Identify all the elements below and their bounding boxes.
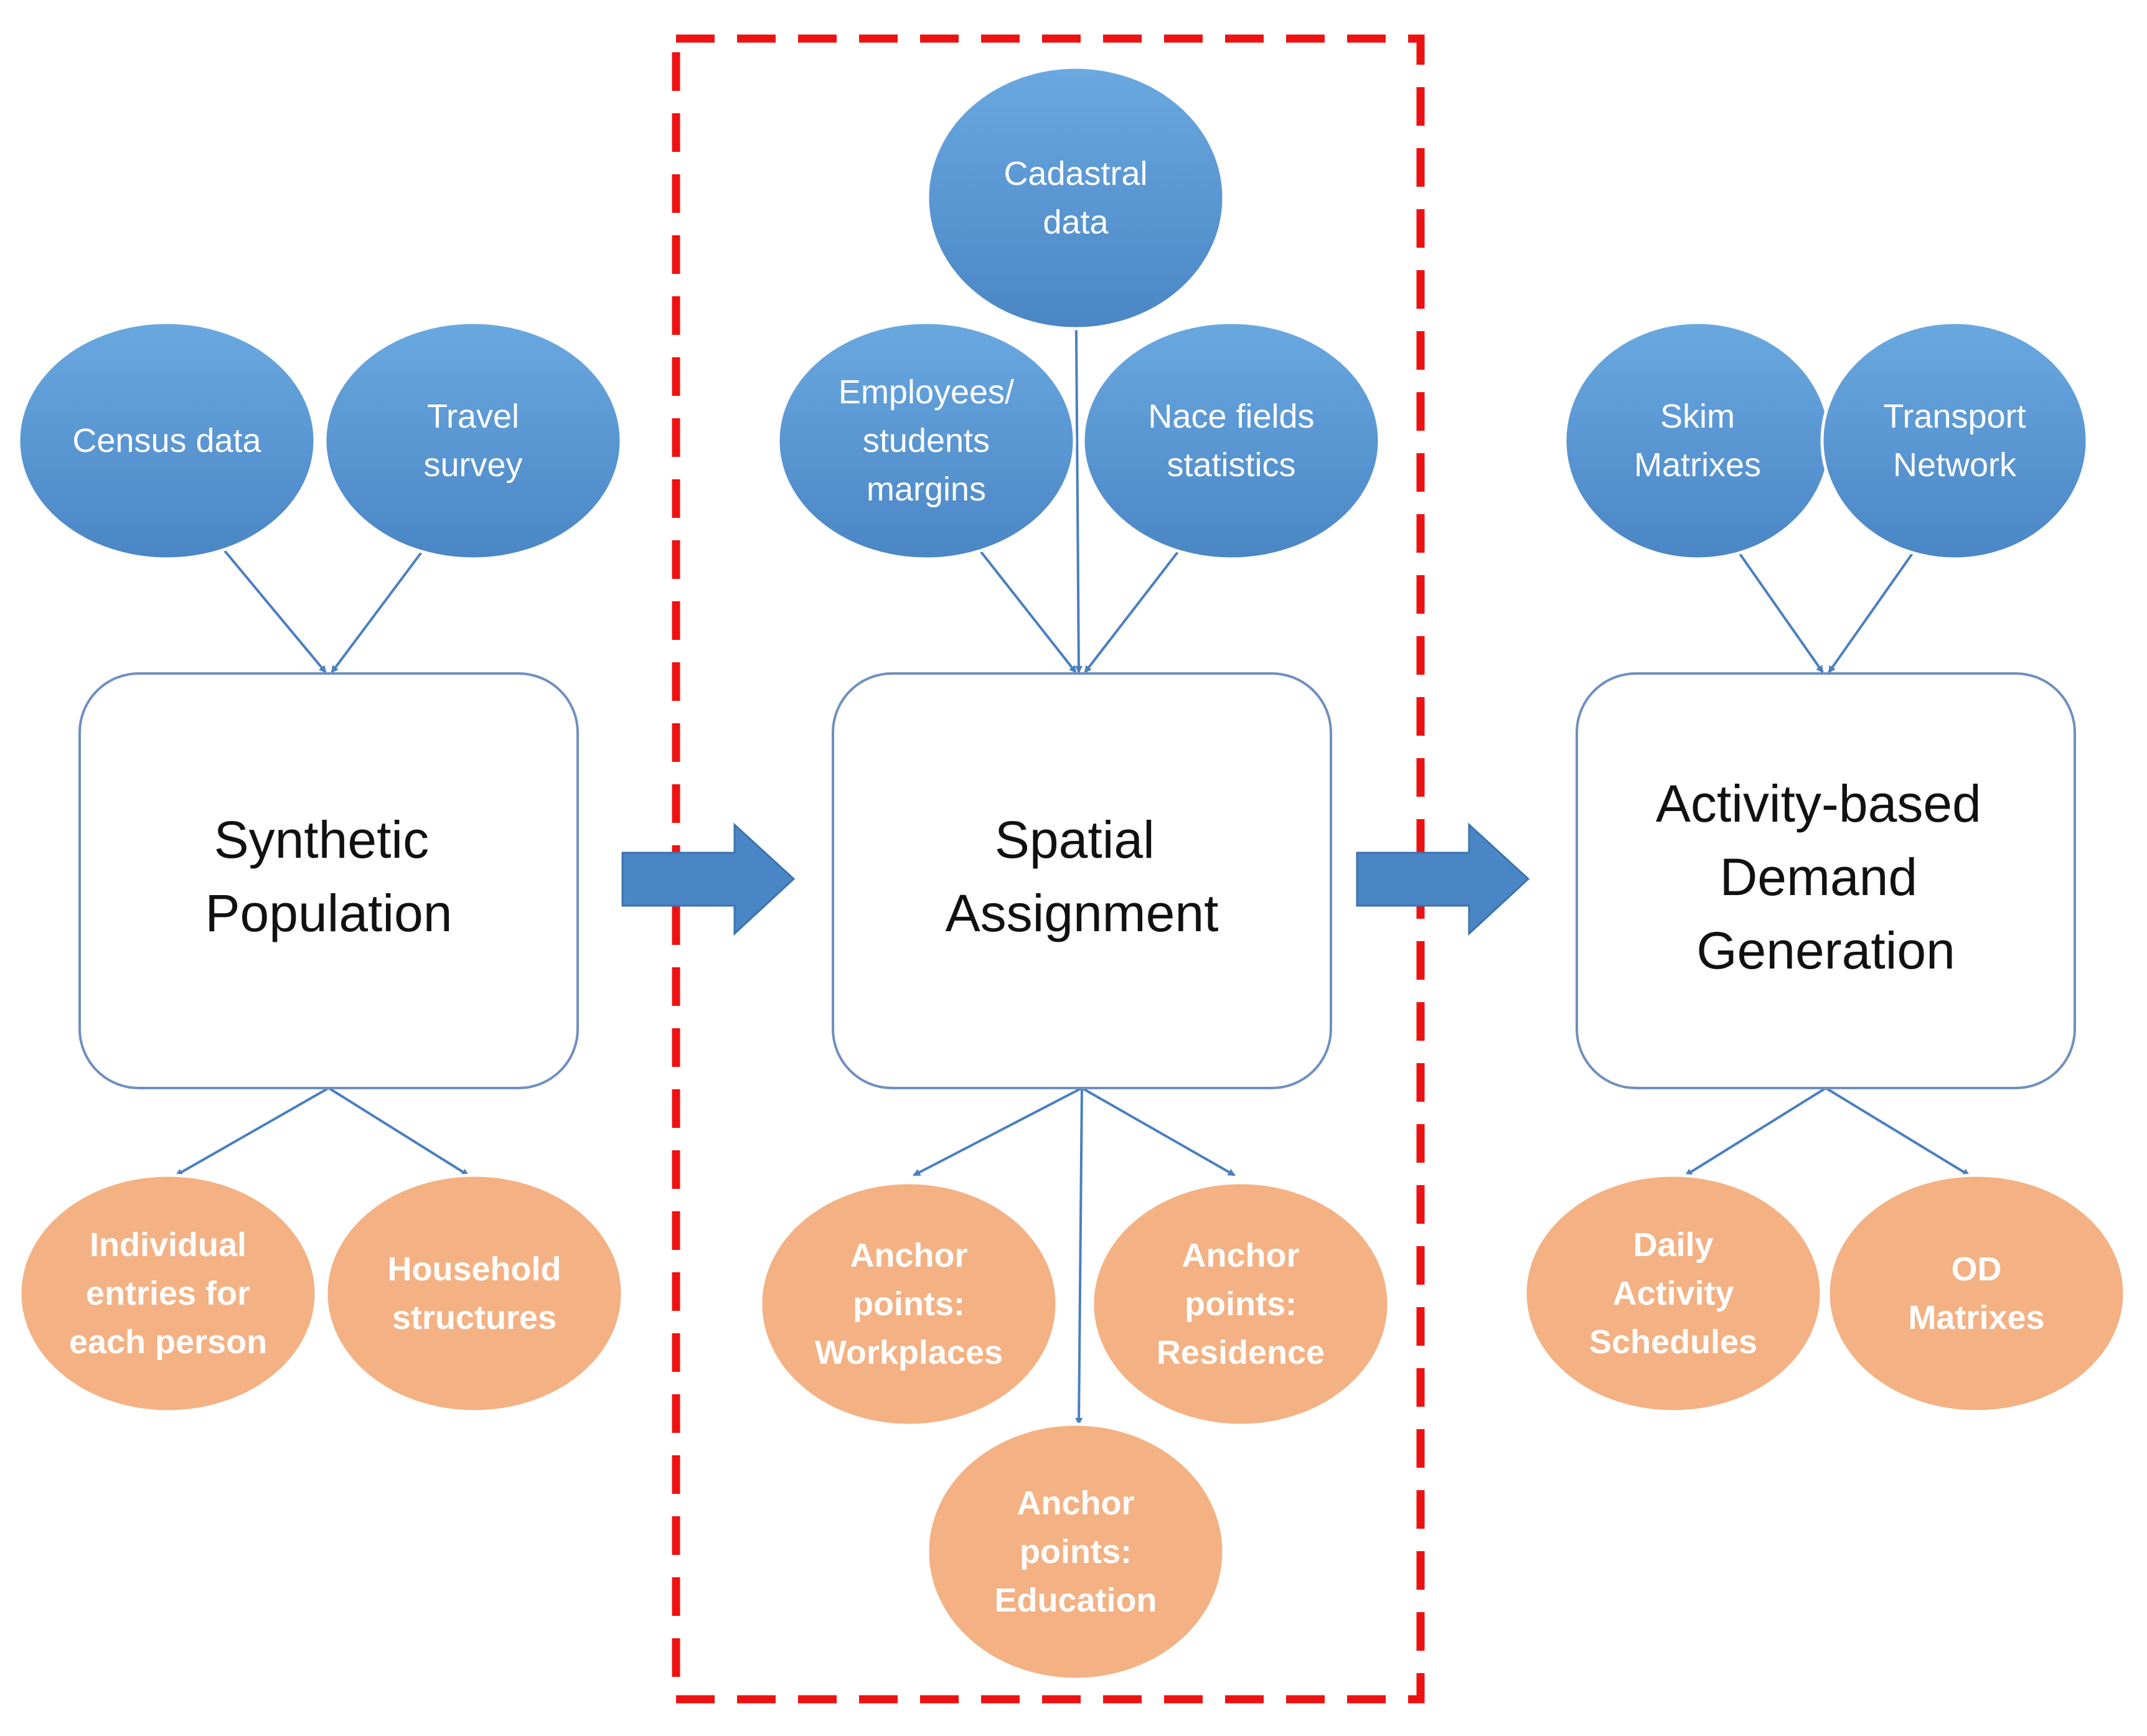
input-connector-skim-matrixes [1731,542,1824,673]
stage-box-spatial-assignment [832,672,1332,1089]
input-node-ellipse [926,65,1226,331]
flow-arrow-1 [621,822,796,936]
stage-title-spatial-assignment: Spatial Assignment [946,810,1219,942]
output-node-ellipse [1523,1173,1823,1414]
flow-arrow-2 [1356,822,1530,936]
input-connector-census-data [212,535,327,673]
input-connector-travel-survey [331,538,432,673]
input-connector-transport-network [1828,542,1921,673]
stage-title-activity-based-demand: Activity-based Demand Generation [1656,774,1996,980]
output-node-ellipse [1826,1173,2126,1414]
input-connector-employees-students-margins [969,537,1077,673]
output-node-ellipse [759,1181,1059,1427]
output-connector-anchor-points-residence [1081,1087,1236,1176]
output-node-ellipse [18,1173,318,1414]
output-node-ellipse [1091,1181,1391,1427]
output-node-ellipse [324,1173,624,1414]
output-node-ellipse [926,1422,1226,1681]
stage-box-activity-based-demand [1576,672,2076,1089]
input-connector-nace-fields-statistics [1084,538,1189,673]
input-node-ellipse [17,321,317,561]
stage-title-synthetic-population: Synthetic Population [205,810,453,942]
connectors [175,326,1970,1425]
stage-box-synthetic-population [78,672,579,1089]
input-node-label: Census data [72,422,261,459]
input-node-census-data: Census data [17,321,317,561]
output-connector-individual-entries-for-each-person [175,1087,329,1176]
input-node-ellipse [1081,321,1381,561]
output-connector-anchor-points-education [1075,1087,1083,1425]
output-connector-anchor-points-workplaces [913,1087,1083,1176]
output-connector-household-structures [327,1087,469,1176]
input-node-ellipse [1820,321,2089,561]
input-connector-cadastral-data [1074,326,1083,673]
input-node-ellipse [1563,321,1832,561]
input-node-ellipse [323,321,623,561]
output-connector-od-matrixes [1825,1087,1970,1176]
input-node-ellipse [776,321,1076,561]
output-connector-daily-activity-schedules [1684,1087,1827,1176]
